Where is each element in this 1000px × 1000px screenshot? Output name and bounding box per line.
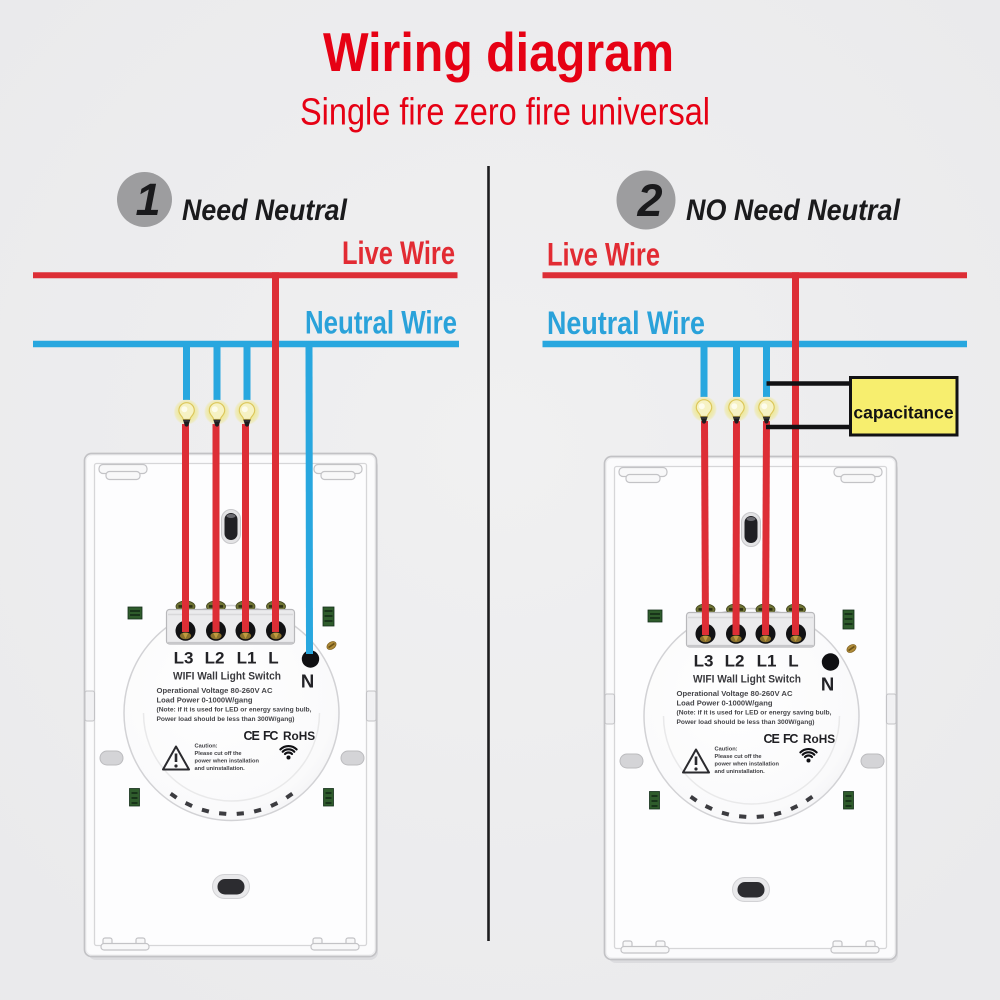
svg-text:Single fire zero fire universa: Single fire zero fire universal: [300, 92, 710, 134]
svg-text:Neutral Wire: Neutral Wire: [547, 305, 705, 341]
svg-text:2: 2: [636, 175, 662, 226]
svg-text:Wiring diagram: Wiring diagram: [323, 21, 674, 83]
svg-text:capacitance: capacitance: [853, 403, 953, 423]
svg-text:1: 1: [135, 174, 160, 225]
svg-text:Live Wire: Live Wire: [547, 237, 660, 273]
svg-text:Neutral Wire: Neutral Wire: [305, 305, 457, 341]
svg-text:Live Wire: Live Wire: [342, 235, 455, 271]
svg-text:NO Need Neutral: NO Need Neutral: [686, 194, 901, 227]
svg-text:Need Neutral: Need Neutral: [182, 194, 348, 227]
